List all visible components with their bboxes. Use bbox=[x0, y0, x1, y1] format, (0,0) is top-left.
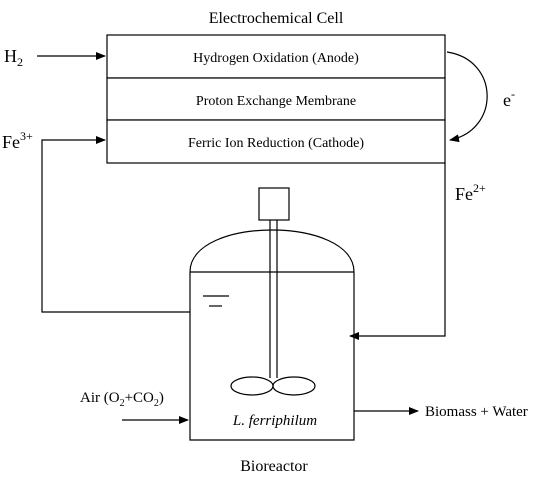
output-label: Biomass + Water bbox=[425, 404, 528, 420]
electrochemical-cell: Hydrogen Oxidation (Anode) Proton Exchan… bbox=[106, 34, 446, 164]
fe2-feed-line bbox=[349, 163, 446, 340]
cathode-label: Ferric Ion Reduction (Cathode) bbox=[188, 136, 364, 151]
h2-label: H2 bbox=[4, 46, 23, 69]
membrane-label: Proton Exchange Membrane bbox=[196, 94, 356, 109]
bioreactor-label: Bioreactor bbox=[240, 458, 308, 475]
anode-compartment bbox=[106, 34, 446, 79]
fe3-return-line bbox=[41, 136, 190, 313]
anode-label: Hydrogen Oxidation (Anode) bbox=[193, 51, 359, 66]
impeller-blade-left bbox=[230, 376, 274, 396]
electron-label: e- bbox=[503, 87, 515, 110]
cathode-compartment bbox=[106, 119, 446, 164]
organism-label: L. ferriphilum bbox=[232, 413, 317, 429]
bioreactor-vessel bbox=[189, 229, 355, 441]
air-label: Air (O2+CO2) bbox=[80, 390, 164, 409]
membrane-compartment bbox=[106, 77, 446, 121]
fe3-label: Fe3+ bbox=[2, 129, 33, 152]
stirrer bbox=[230, 187, 316, 396]
impeller-blade-right bbox=[272, 376, 316, 396]
cell-title: Electrochemical Cell bbox=[209, 10, 344, 27]
stirrer-motor bbox=[258, 187, 290, 221]
electron-flow-arrow bbox=[446, 51, 488, 143]
vessel-body bbox=[189, 272, 355, 441]
vessel-dome bbox=[189, 229, 355, 273]
fe2-label: Fe2+ bbox=[455, 181, 486, 204]
